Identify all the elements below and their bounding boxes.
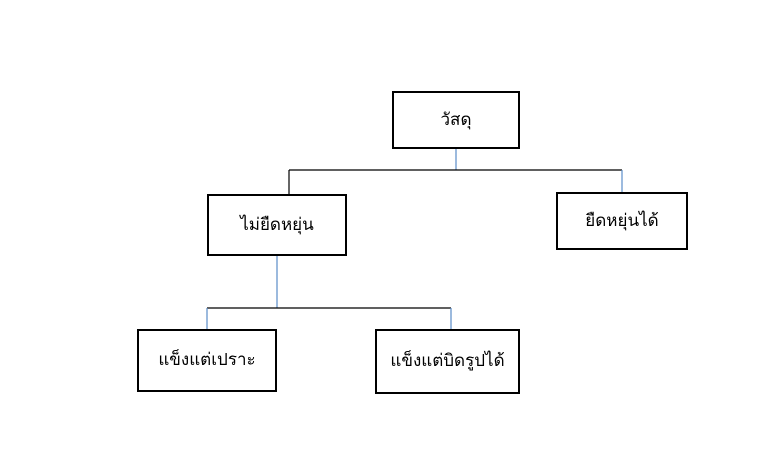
node-hard-brittle-label: แข็งแต่เปราะ — [158, 350, 256, 370]
node-materials: วัสดุ — [392, 91, 520, 149]
node-flexible: ยืดหยุ่นได้ — [556, 192, 688, 250]
node-hard-brittle: แข็งแต่เปราะ — [137, 329, 277, 392]
node-materials-label: วัสดุ — [440, 109, 472, 130]
node-hard-deformable-label: แข็งแต่บิดรูปได้ — [390, 351, 505, 371]
node-inflexible-label: ไม่ยืดหยุ่น — [240, 214, 314, 235]
node-hard-deformable: แข็งแต่บิดรูปได้ — [375, 329, 520, 394]
node-inflexible: ไม่ยืดหยุ่น — [207, 194, 347, 256]
node-flexible-label: ยืดหยุ่นได้ — [585, 210, 659, 231]
